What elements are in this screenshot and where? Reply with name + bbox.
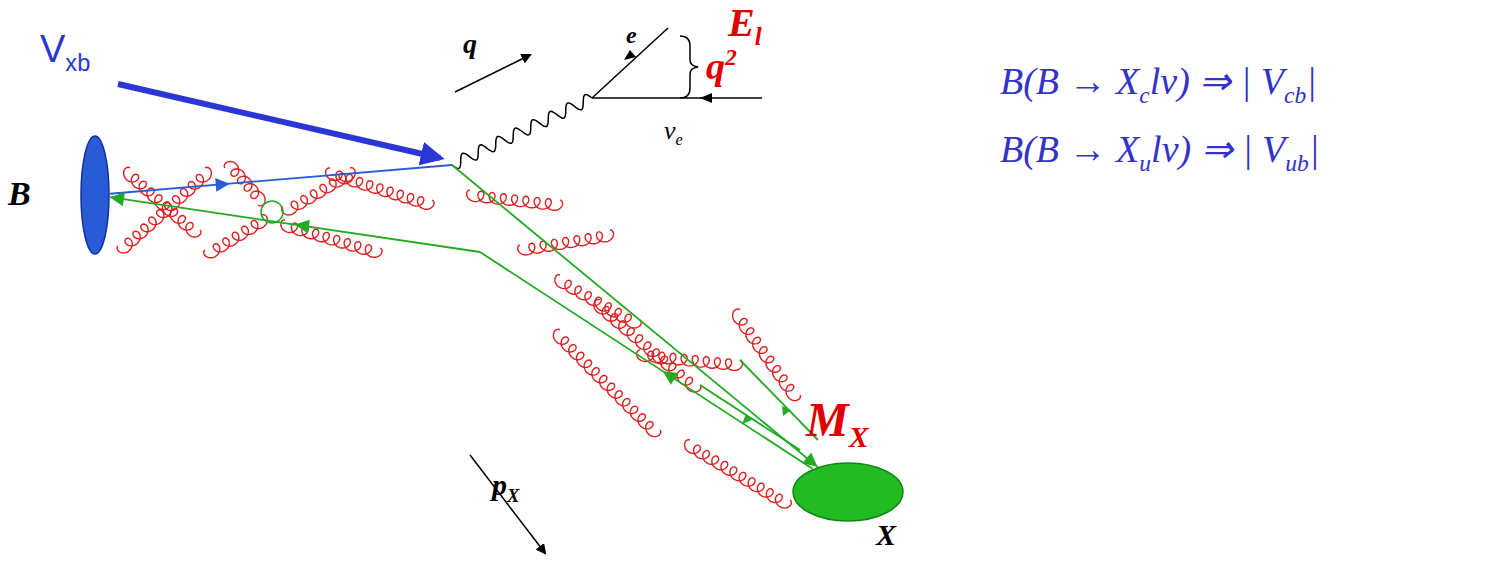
gluon-line xyxy=(467,190,563,210)
momentum-label: q xyxy=(463,28,477,60)
script-text: cb xyxy=(1284,82,1306,108)
label-text: lν) ⇒ | V xyxy=(1151,128,1285,170)
quark-connector xyxy=(110,192,812,469)
label-text: E xyxy=(728,0,755,45)
fermion-arrow xyxy=(624,50,636,60)
brace xyxy=(680,36,698,98)
quark-line xyxy=(110,165,452,194)
label-text: B(B → X xyxy=(1000,128,1139,170)
momentum-label: pX xyxy=(492,468,519,506)
blob-label: X xyxy=(876,518,896,552)
gluon-line xyxy=(124,167,201,237)
blob-label: B xyxy=(8,175,31,213)
script-text: xb xyxy=(65,50,90,76)
label-text: e xyxy=(626,22,637,48)
arrow-head xyxy=(295,220,310,234)
script-text: u xyxy=(1139,150,1151,176)
label-text: q xyxy=(463,28,477,59)
variable-label: MX xyxy=(806,392,869,454)
gluon-line xyxy=(553,329,660,436)
momentum-arrow xyxy=(470,455,545,553)
script-text: l xyxy=(755,23,762,50)
label-text: lν) ⇒ | V xyxy=(1150,60,1284,102)
neutrino-line xyxy=(592,97,762,99)
label-text: ν xyxy=(664,116,676,145)
label-text: p xyxy=(492,468,507,501)
momentum-arrow xyxy=(455,55,530,92)
gluon-line xyxy=(204,215,268,258)
fermion-arrow xyxy=(700,93,712,103)
label-text: q xyxy=(706,45,725,87)
arrow-head xyxy=(663,371,679,385)
blob-outline xyxy=(80,135,110,255)
gluon-line xyxy=(594,299,701,392)
arrow-head xyxy=(215,178,230,192)
fermion-arrow xyxy=(742,414,752,424)
particle-label: νe xyxy=(664,116,683,150)
script-text: X xyxy=(507,485,519,506)
variable-label: El xyxy=(728,0,762,52)
b-meson-blob: B xyxy=(80,135,110,255)
pointer-arrow xyxy=(118,84,440,158)
label-text: V xyxy=(40,28,65,70)
arrow-head xyxy=(110,192,125,206)
w-boson xyxy=(452,95,592,169)
w-boson-line xyxy=(452,95,592,169)
quark-connector xyxy=(110,165,818,467)
script-text: ub xyxy=(1285,150,1309,176)
script-text: 2 xyxy=(725,44,737,70)
label-text: | xyxy=(1309,128,1319,170)
quark-line xyxy=(110,197,480,252)
label-text: B(B → X xyxy=(1000,60,1139,102)
gluon-line xyxy=(518,230,614,255)
label-text: | xyxy=(1306,60,1316,102)
label-text: M xyxy=(806,393,849,446)
script-text: X xyxy=(849,420,869,453)
quark-line xyxy=(480,252,812,469)
blob-outline xyxy=(792,462,904,522)
hadron-blob: X xyxy=(792,462,904,522)
script-text: c xyxy=(1139,82,1149,108)
gluon-line xyxy=(685,440,792,508)
formula: B(B → Xulν) ⇒ | Vub| xyxy=(1000,128,1319,177)
particle-label: e xyxy=(626,22,637,50)
fermion-arrow xyxy=(782,406,791,416)
formula: B(B → Xclν) ⇒ | Vcb| xyxy=(1000,60,1317,109)
gluon-line xyxy=(555,275,641,328)
script-text: e xyxy=(676,131,683,148)
quark-line xyxy=(452,165,818,467)
coupling-label: Vxb xyxy=(40,28,90,77)
variable-label: q2 xyxy=(706,44,737,88)
